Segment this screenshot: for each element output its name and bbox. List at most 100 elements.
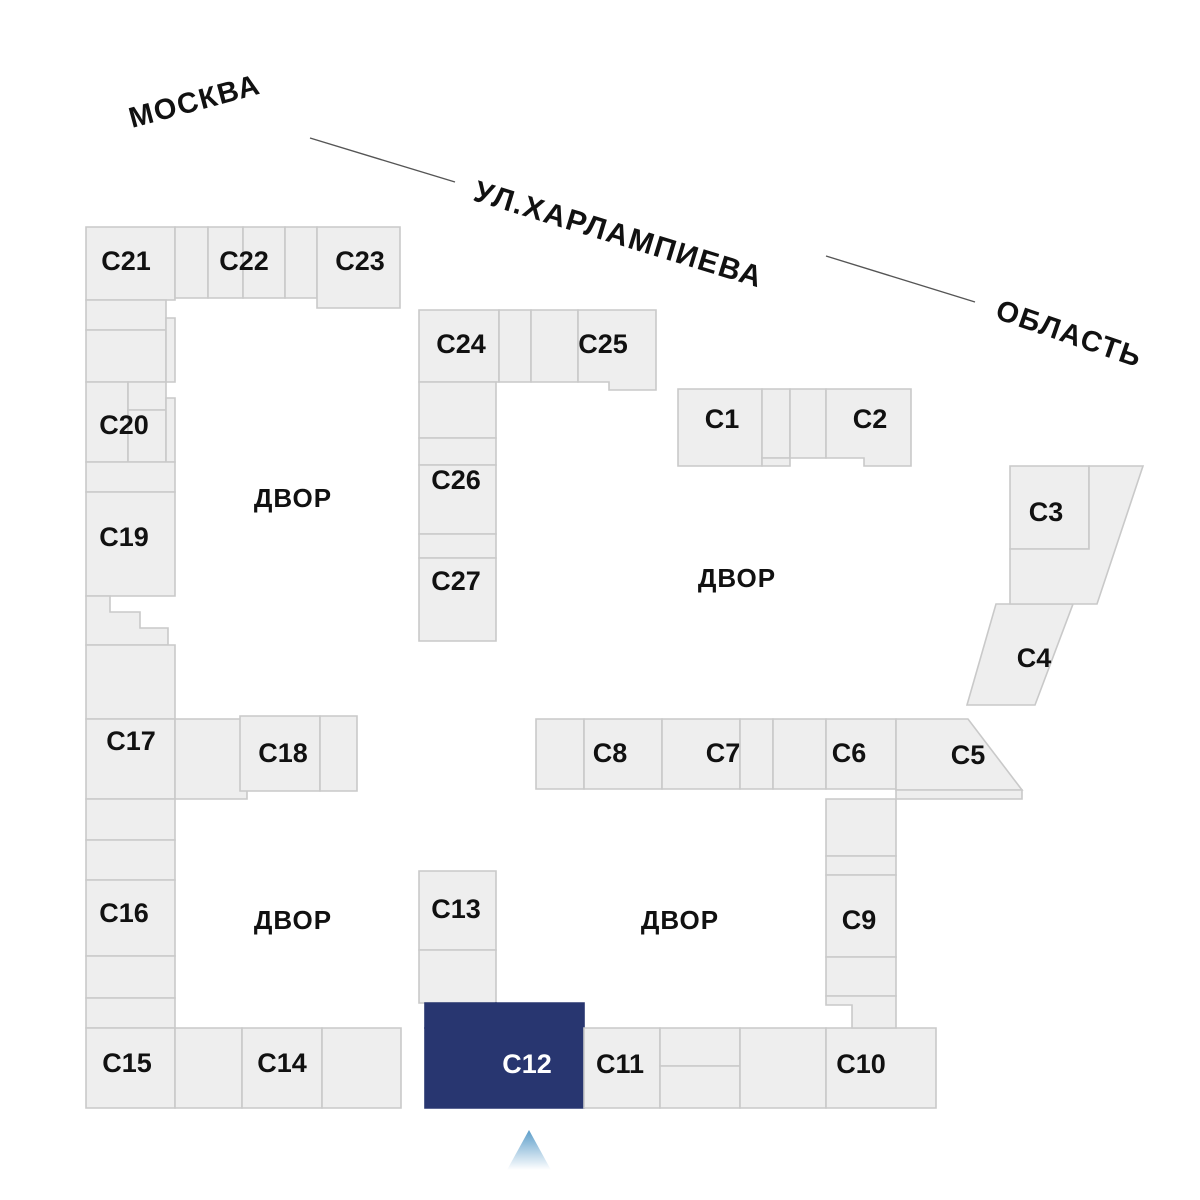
lot-c9-part-4[interactable] [825, 995, 897, 1029]
lot-c10-part-1[interactable] [825, 1027, 937, 1109]
lot-c22-part-2[interactable] [242, 226, 286, 299]
lot-c21-part-1[interactable] [85, 299, 167, 331]
lot-c22-part-1[interactable] [207, 226, 244, 299]
lot-c12[interactable]: C12 [424, 1002, 585, 1109]
lot-c5[interactable]: C5 [895, 718, 1024, 800]
lot-c12-part-2[interactable] [495, 1002, 585, 1029]
lot-c16-part-0[interactable] [85, 798, 176, 841]
lot-c16-part-4[interactable] [85, 997, 176, 1029]
lot-c19-part-1[interactable] [85, 595, 169, 646]
lot-c17-part-0[interactable] [85, 644, 176, 720]
lot-c22-part-3[interactable] [284, 226, 318, 299]
lot-c17[interactable]: C17 [85, 644, 248, 800]
lot-c13-part-1[interactable] [418, 949, 497, 1004]
lot-c16-part-1[interactable] [85, 839, 176, 881]
lot-c12-part-1[interactable] [424, 1027, 585, 1109]
lot-c27-part-0[interactable] [418, 533, 497, 559]
lot-c18-part-0[interactable] [239, 715, 321, 792]
lot-c18-part-1[interactable] [319, 715, 358, 792]
lot-c9-part-1[interactable] [825, 855, 897, 876]
lot-c11-part-0[interactable] [583, 1027, 661, 1109]
lot-c13[interactable]: C13 [418, 870, 497, 1004]
lot-c3[interactable]: C3 [1009, 465, 1145, 605]
lot-c26-part-1[interactable] [418, 437, 497, 466]
yard-label: ДВОР [254, 905, 332, 935]
lot-c5-part-1[interactable] [895, 789, 1023, 800]
lot-c20[interactable]: C20 [85, 381, 176, 493]
lot-c7-part-1[interactable] [739, 718, 774, 790]
lot-c15-part-0[interactable] [85, 1027, 176, 1109]
lot-c27[interactable]: C27 [418, 533, 497, 642]
lot-c1-part-1[interactable] [761, 388, 791, 459]
lot-c17-part-1[interactable] [85, 718, 176, 800]
lot-c15-part-1[interactable] [174, 1027, 243, 1109]
lot-c6-part-0[interactable] [772, 718, 827, 790]
lot-c20-part-1[interactable] [127, 381, 167, 411]
lot-c14[interactable]: C14 [241, 1027, 402, 1109]
lot-c2-part-0[interactable] [789, 388, 827, 459]
lot-c9[interactable]: C9 [825, 798, 897, 1029]
lot-c14-part-0[interactable] [241, 1027, 323, 1109]
lot-c1-part-2[interactable] [761, 457, 791, 467]
lot-c5-part-0[interactable] [895, 718, 1024, 791]
lot-c23-part-0[interactable] [316, 226, 401, 309]
lot-c18[interactable]: C18 [239, 715, 358, 792]
lot-c9-part-0[interactable] [825, 798, 897, 857]
lot-c26-part-2[interactable] [418, 464, 497, 535]
lot-c7[interactable]: C7 [661, 718, 774, 790]
lot-c20-part-3[interactable] [165, 397, 176, 463]
lot-c22-part-0[interactable] [174, 226, 209, 299]
lot-c20-part-4[interactable] [85, 461, 176, 493]
lot-c25-part-1[interactable] [577, 309, 657, 391]
lot-c9-part-2[interactable] [825, 874, 897, 958]
lot-c21-part-3[interactable] [165, 317, 176, 383]
lot-c21[interactable]: C21 [85, 226, 176, 383]
lot-c23[interactable]: C23 [316, 226, 401, 309]
lot-c16-part-3[interactable] [85, 955, 176, 999]
lot-c17-part-2[interactable] [174, 718, 248, 800]
lot-c24-part-1[interactable] [498, 309, 532, 383]
lot-c25[interactable]: C25 [530, 309, 657, 391]
lot-c8-part-1[interactable] [583, 718, 663, 790]
lot-c11-part-2[interactable] [659, 1065, 741, 1109]
lot-c7-part-0[interactable] [661, 718, 741, 790]
lot-c24[interactable]: C24 [418, 309, 532, 383]
lot-c3-part-1[interactable] [1009, 465, 1145, 605]
lot-c2[interactable]: C2 [789, 388, 912, 467]
lot-c21-part-0[interactable] [85, 226, 176, 301]
lot-c20-part-2[interactable] [127, 409, 167, 463]
viewpoint-marker[interactable] [507, 1130, 551, 1170]
lot-c4[interactable]: C4 [965, 603, 1075, 706]
lot-c11[interactable]: C11 [583, 1027, 741, 1109]
lot-c6[interactable]: C6 [772, 718, 897, 790]
lot-c11-part-1[interactable] [659, 1027, 741, 1067]
lot-c26-part-0[interactable] [418, 381, 497, 439]
lot-c2-part-1[interactable] [825, 388, 912, 467]
lot-c25-part-0[interactable] [530, 309, 579, 383]
lot-c10-part-0[interactable] [739, 1027, 827, 1109]
lot-c19[interactable]: C19 [85, 491, 176, 646]
lot-c15[interactable]: C15 [85, 1027, 243, 1109]
lot-c8-part-0[interactable] [535, 718, 585, 790]
lot-c1-part-0[interactable] [677, 388, 763, 467]
lot-c22[interactable]: C22 [174, 226, 318, 299]
lot-c12-part-0[interactable] [424, 1002, 497, 1029]
lot-c24-part-0[interactable] [418, 309, 500, 383]
lot-c6-part-1[interactable] [825, 718, 897, 790]
lot-c9-part-3[interactable] [825, 956, 897, 997]
lot-c27-part-1[interactable] [418, 557, 497, 642]
lot-c21-part-2[interactable] [85, 329, 167, 383]
lot-c4-part-0[interactable] [965, 603, 1075, 706]
lot-c1[interactable]: C1 [677, 388, 791, 467]
lot-c14-part-1[interactable] [321, 1027, 402, 1109]
lot-c19-part-0[interactable] [85, 491, 176, 597]
lot-c13-part-0[interactable] [418, 870, 497, 951]
lot-c20-part-0[interactable] [85, 381, 129, 463]
lot-c16[interactable]: C16 [85, 798, 176, 1029]
lot-c3-part-0[interactable] [1009, 465, 1090, 550]
lot-c16-part-2[interactable] [85, 879, 176, 957]
lot-c8[interactable]: C8 [535, 718, 663, 790]
lot-c26[interactable]: C26 [418, 381, 497, 535]
lot-c10[interactable]: C10 [739, 1027, 937, 1109]
